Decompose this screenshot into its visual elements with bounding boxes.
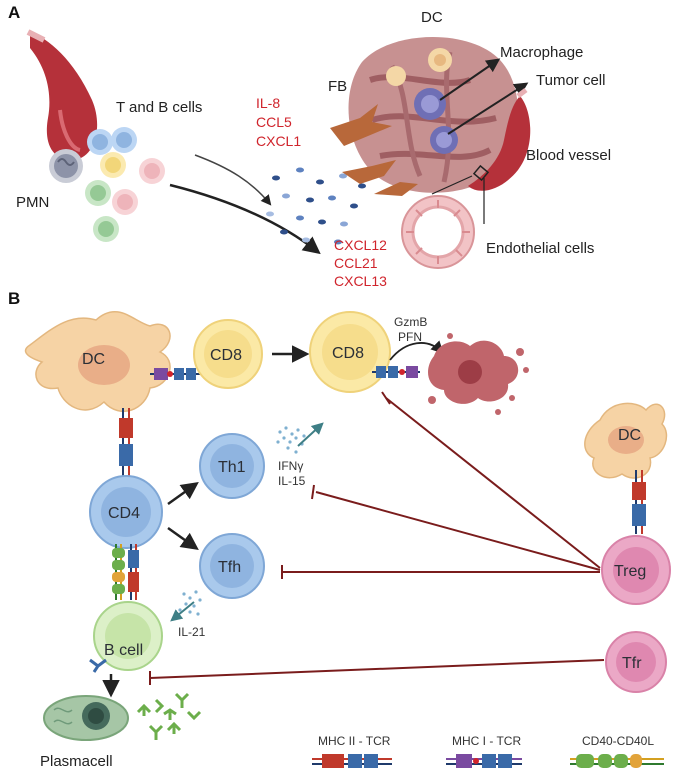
- cd8-second-label: CD8: [332, 345, 364, 362]
- treg-label: Treg: [614, 563, 646, 580]
- mhc2-tcr-complex-cd4-bcell: [128, 544, 139, 600]
- chemokine-ccl5: CCL5: [256, 114, 292, 130]
- chemokine-dots: [266, 167, 366, 245]
- chemokine-arrow-upper: [194, 154, 272, 206]
- cd8-first-label: CD8: [210, 347, 242, 364]
- endothelial-label: Endothelial cells: [486, 240, 594, 257]
- treg-inhibits-th1: [315, 491, 601, 571]
- zoom-box: [472, 164, 490, 182]
- blood-vessel-right-icon: [468, 88, 531, 191]
- plasmacell-label: Plasmacell: [40, 753, 113, 770]
- mhc1-tcr-complex-top: [150, 368, 206, 380]
- b-cell-nucleus: [105, 613, 151, 659]
- cd4-nucleus: [101, 487, 151, 537]
- mhc1-tcr-complex-tumor: [372, 366, 420, 378]
- macrophage-label: Macrophage: [500, 44, 583, 61]
- treg-inhibits-th1-bar: [311, 484, 315, 500]
- th1-nucleus: [210, 444, 254, 488]
- pmn-cell-icon: [49, 149, 83, 183]
- chemokine-cxcl12: CXCL12: [334, 237, 387, 253]
- panel-b-label: B: [8, 289, 20, 308]
- cd8-nucleus-second: [322, 324, 378, 380]
- fb-label: FB: [328, 78, 347, 95]
- plasma-cell-icon: [43, 695, 129, 741]
- dc-right-label: DC: [618, 427, 641, 444]
- chemokine-cxcl1: CXCL1: [256, 133, 301, 149]
- cd4-label: CD4: [108, 505, 140, 522]
- ifng-label: IFNγ: [278, 459, 303, 473]
- mhc2-tcr-complex-dc-cd4: [119, 408, 133, 476]
- th1-label: Th1: [218, 459, 246, 476]
- tumor-cell-arrow: [447, 82, 529, 135]
- endothelial-ring-icon: [401, 195, 475, 269]
- apoptotic-tumor-cell-icon: [428, 333, 529, 415]
- antibodies-icon: [136, 692, 202, 740]
- tfr-nucleus: [616, 642, 656, 682]
- macrophage-arrow: [439, 58, 501, 101]
- bcr-antibody-icon: [89, 658, 107, 673]
- cytotoxic-arrow: [389, 340, 444, 361]
- panel-a-label: A: [8, 3, 20, 22]
- tumor-cell-label: Tumor cell: [536, 72, 605, 89]
- chemokine-ccl21: CCL21: [334, 255, 378, 271]
- tfr-label: Tfr: [622, 655, 642, 672]
- tfh-label: Tfh: [218, 559, 241, 576]
- gzmb-label: GzmB: [394, 315, 427, 329]
- legend-mhc1-label: MHC I - TCR: [452, 734, 521, 748]
- bcell-label: B cell: [104, 642, 143, 659]
- il21-label: IL-21: [178, 625, 206, 639]
- tfr-inhibits-bcell: [149, 659, 605, 679]
- blood-vessel-left-icon: [26, 29, 98, 160]
- treg-inhibits-cd8: [385, 397, 601, 569]
- pmn-label: PMN: [16, 194, 49, 211]
- cd4-to-th1-arrow: [167, 481, 199, 506]
- t-and-b-cells-label: T and B cells: [116, 99, 202, 116]
- il15-label: IL-15: [278, 474, 306, 488]
- treg-inhibits-cd8-bar: [381, 391, 391, 405]
- chemokine-cxcl13: CXCL13: [334, 273, 387, 289]
- legend-cd40-cd40l: [570, 754, 664, 768]
- cd40-cd40l-complex-cd4-bcell: [112, 544, 125, 600]
- il21-to-bcell-arrow: [170, 601, 195, 622]
- dc-label-a: DC: [421, 9, 443, 26]
- legend-mhc1-tcr: [446, 754, 522, 768]
- inhibition-lines: [149, 391, 605, 685]
- tfh-nucleus: [210, 544, 254, 588]
- mhc2-tcr-complex-dc-treg: [632, 470, 646, 534]
- fibroblast-icon: [330, 104, 418, 196]
- legend-mhc2-label: MHC II - TCR: [318, 734, 391, 748]
- legend-mhc2-tcr: [312, 754, 392, 768]
- ifng-to-cd8-arrow: [297, 422, 324, 447]
- cd8-nucleus-first: [204, 330, 252, 378]
- cytokine-cloud-ifng: [276, 426, 306, 454]
- dendritic-cell-right-icon: [584, 402, 668, 479]
- pfn-label: PFN: [398, 330, 422, 344]
- chemokine-il8: IL-8: [256, 95, 280, 111]
- cd4-to-tfh-arrow: [167, 526, 199, 551]
- dc-left-label: DC: [82, 351, 105, 368]
- dendritic-cell-left-icon: [24, 311, 171, 413]
- chemokine-arrow-lower: [169, 183, 321, 255]
- legend-cd40-label: CD40-CD40L: [582, 734, 654, 748]
- blood-vessel-label: Blood vessel: [526, 147, 611, 164]
- treg-nucleus: [613, 547, 659, 593]
- zoom-line-left: [431, 175, 473, 195]
- lymphocyte-cluster: [85, 127, 165, 242]
